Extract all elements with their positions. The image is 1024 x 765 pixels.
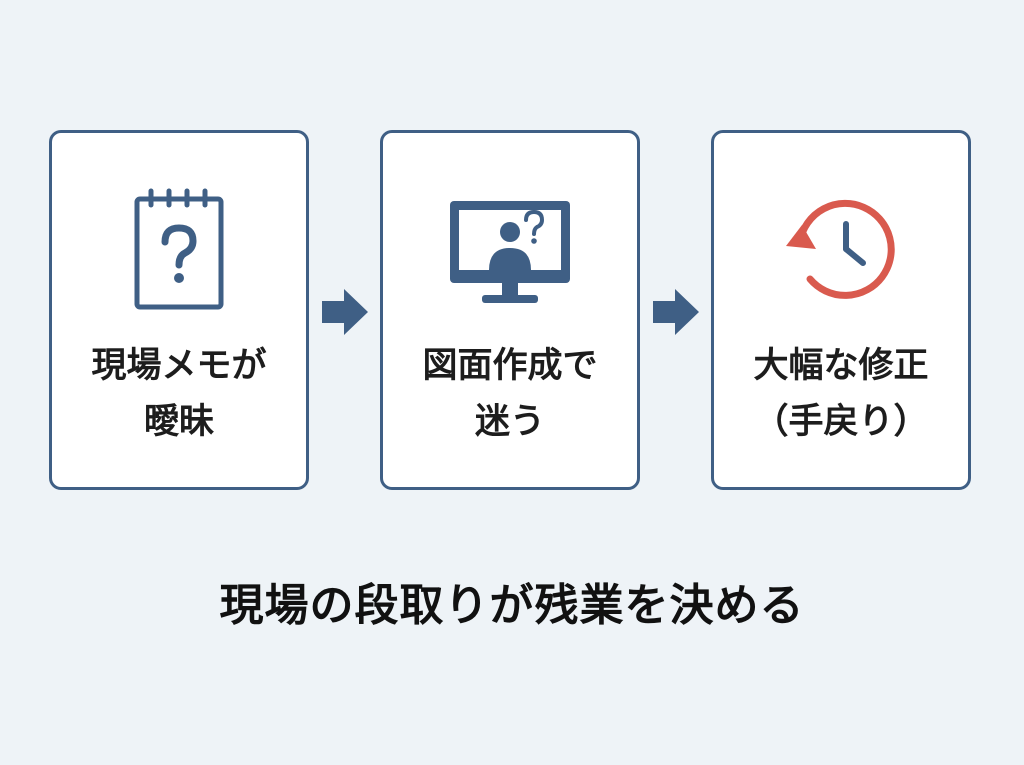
step-label-line: （手戻り） bbox=[753, 402, 929, 442]
step-label: 図面作成で 迷う bbox=[383, 338, 637, 450]
step-label-line: 大幅な修正 bbox=[753, 346, 929, 386]
clock-rework-icon bbox=[786, 199, 895, 299]
step-card-drafting-confusion: 図面作成で 迷う bbox=[380, 130, 640, 490]
step-label-line: 迷う bbox=[474, 402, 545, 442]
step-card-major-rework: 大幅な修正 （手戻り） bbox=[711, 130, 971, 490]
step-label: 現場メモが 曖昧 bbox=[52, 338, 306, 450]
step-label-line: 曖昧 bbox=[143, 402, 214, 442]
step-card-vague-notes: 現場メモが 曖昧 bbox=[49, 130, 309, 490]
step-label-line: 現場メモが bbox=[91, 346, 267, 386]
notepad-question-icon bbox=[134, 188, 224, 310]
arrow-right-icon bbox=[322, 289, 368, 335]
step-label-line: 図面作成で bbox=[422, 346, 598, 386]
arrow-right-icon bbox=[653, 289, 699, 335]
caption: 現場の段取りが残業を決める bbox=[219, 580, 805, 631]
monitor-user-question-icon bbox=[450, 201, 570, 303]
step-label: 大幅な修正 （手戻り） bbox=[714, 338, 968, 450]
